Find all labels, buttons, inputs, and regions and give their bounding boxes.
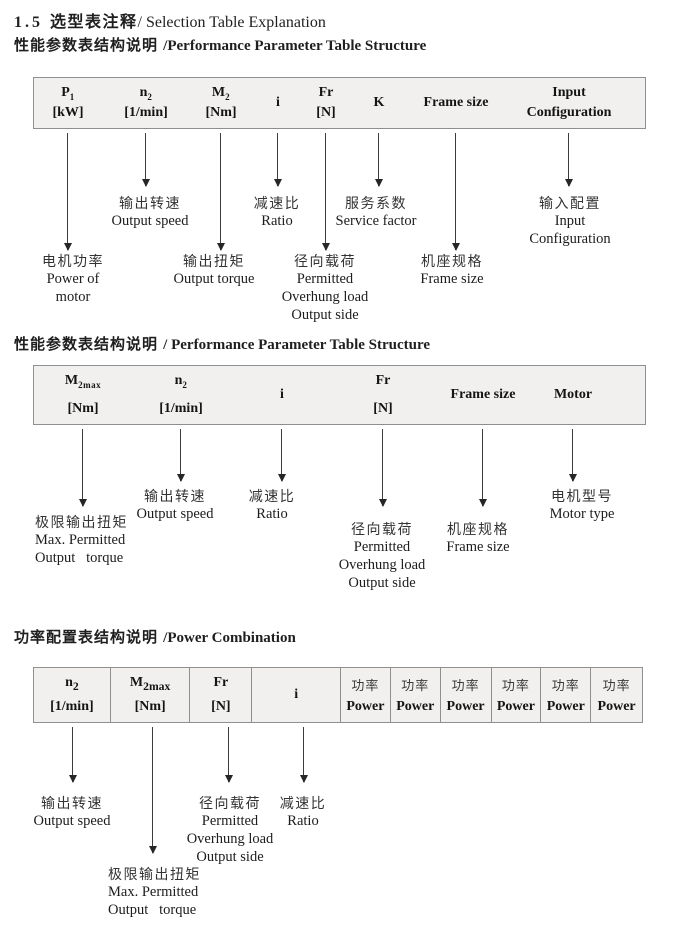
col-i: i [280,387,284,402]
col-m2max: M2max[Nm] [64,373,102,416]
col-n2: n2[1/min] [34,668,111,722]
col-n2: n2[1/min] [124,85,168,120]
col-p1: P1[kW] [52,85,84,120]
col-i: i [276,95,280,110]
section2-heading: 性能参数表结构说明 / Performance Parameter Table … [14,336,431,353]
col-fr: Fr[N] [190,668,253,722]
performance-table-1: P1[kW] n2[1/min] M2[Nm] i Fr[N] K Frame … [33,77,646,129]
col-frame-size: Frame size [423,95,489,110]
col-frame-size: Frame size [450,387,516,402]
down-arrow [321,133,330,251]
down-arrow [176,429,185,482]
down-arrow [478,429,487,507]
col-i: i [252,668,341,722]
down-arrow [273,133,282,187]
down-arrow [148,727,157,854]
down-arrow [141,133,150,187]
down-arrow [378,429,387,507]
down-arrow [374,133,383,187]
down-arrow [299,727,308,783]
down-arrow [568,429,577,482]
page-title-en: Selection Table Explanation [145,14,326,31]
page-title: 1.5 选型表注释/ Selection Table Explanation [14,8,326,32]
down-arrow [68,727,77,783]
down-arrow [451,133,460,251]
col-fr: Fr[N] [373,373,393,416]
section3-heading: 功率配置表结构说明 /Power Combination [14,629,296,646]
section-number: 1.5 [14,14,50,31]
down-arrow [277,429,286,482]
col-motor: Motor [553,387,593,402]
down-arrow [224,727,233,783]
col-m2max: M2max[Nm] [111,668,191,722]
down-arrow [216,133,225,251]
col-fr: Fr[N] [316,85,336,120]
down-arrow [564,133,573,187]
section1-heading: 性能参数表结构说明 /Performance Parameter Table S… [14,37,427,54]
down-arrow [63,133,72,251]
down-arrow [78,429,87,507]
col-m2: M2[Nm] [205,85,237,120]
page-title-zh: 选型表注释 [50,14,138,31]
performance-table-2: M2max[Nm] n2[1/min] i Fr[N] Frame size M… [33,365,646,425]
col-n2: n2[1/min] [159,373,203,416]
col-k: K [373,95,385,110]
title-slash: / [137,14,146,31]
